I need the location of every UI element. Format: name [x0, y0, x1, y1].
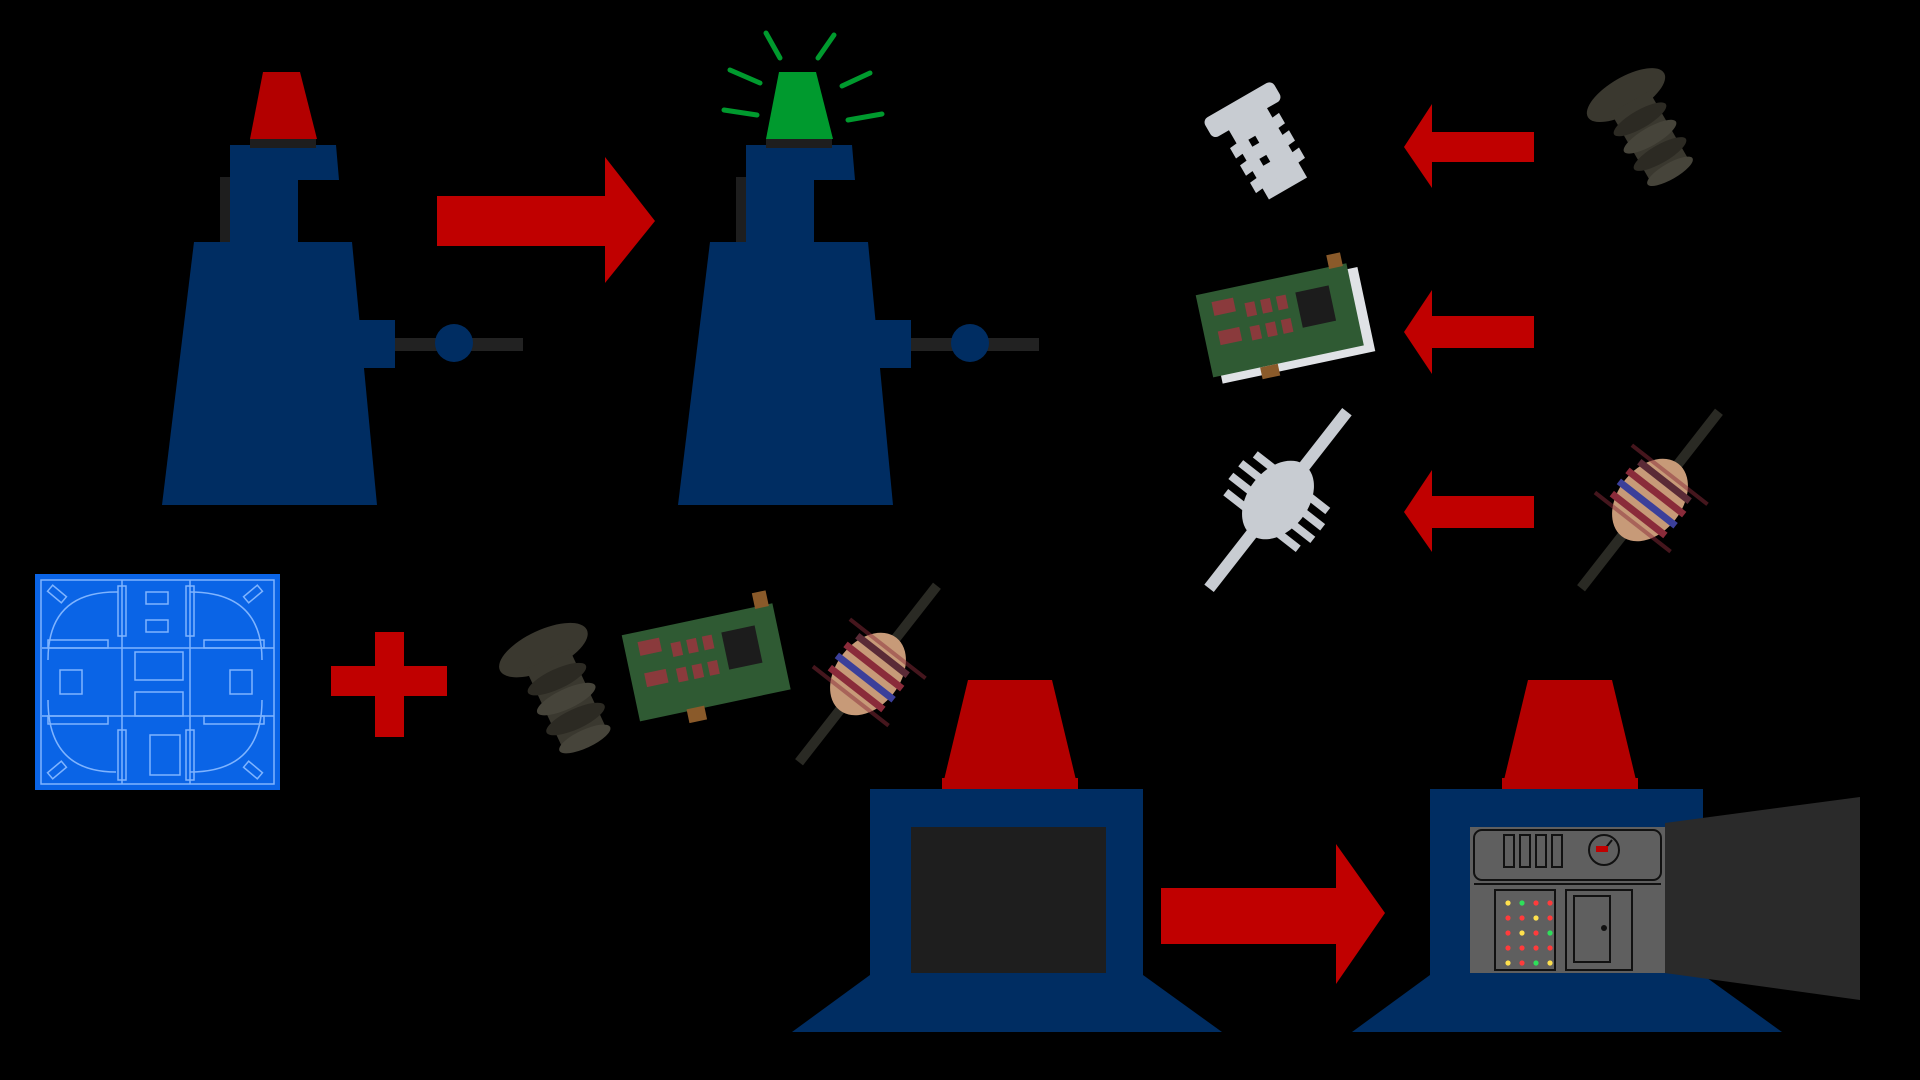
machine-off-icon: [162, 72, 523, 505]
screw-icon: [1204, 82, 1308, 200]
resistor-icon: [795, 582, 941, 766]
arrow-icon: [437, 157, 655, 283]
arrow-icon: [1161, 844, 1385, 984]
cabinet-open-icon: [1352, 680, 1860, 1032]
arrow-icon: [1404, 470, 1534, 552]
machine-on-icon: [678, 72, 1039, 505]
plus-icon: [331, 632, 447, 737]
blueprint-icon: [35, 574, 280, 790]
arrow-icon: [1404, 104, 1534, 188]
screw-icon: [499, 622, 611, 754]
resistor-icon: [1204, 408, 1352, 592]
cabinet-closed-icon: [792, 680, 1222, 1032]
resistor-icon: [1577, 408, 1723, 592]
arrow-icon: [1404, 290, 1534, 374]
circuit-board-icon: [621, 590, 791, 724]
beacon-rays: [721, 30, 885, 123]
screw-icon: [1586, 68, 1693, 187]
led-grid: [1505, 900, 1553, 966]
circuit-board-icon: [1195, 252, 1376, 384]
